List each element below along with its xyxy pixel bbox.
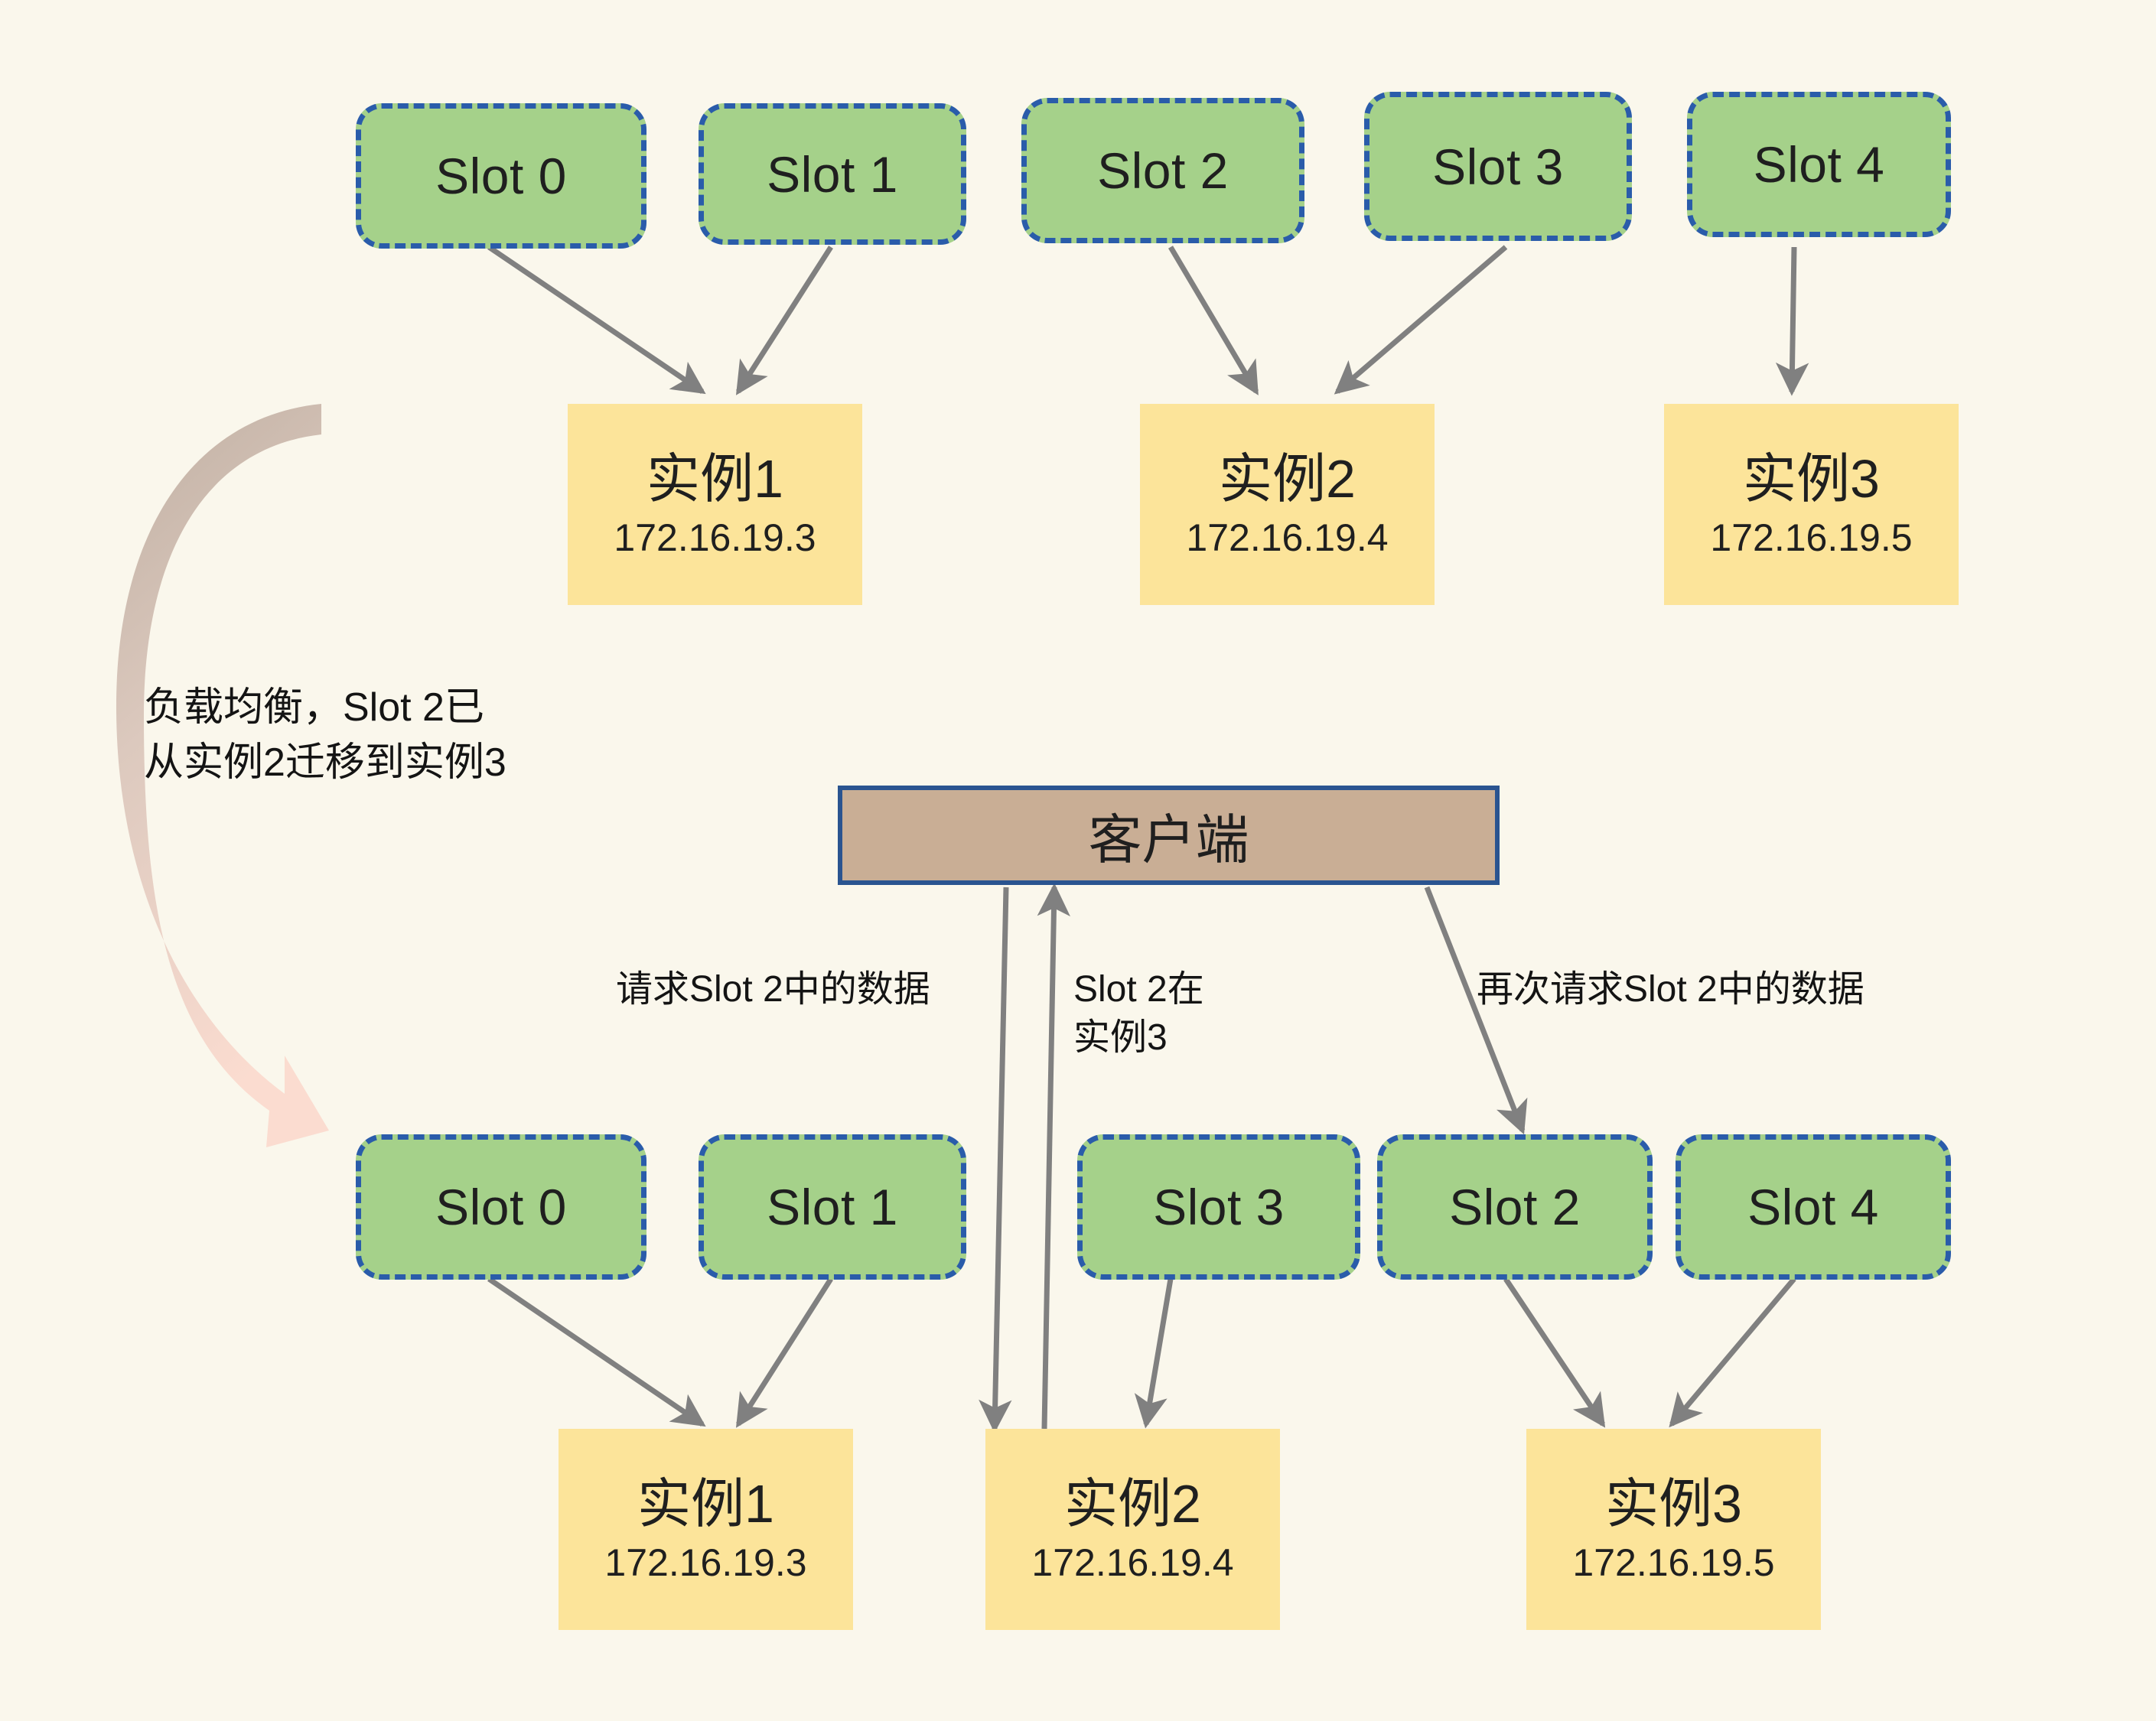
instance-box-top-3[interactable]: 实例3 172.16.19.5	[1664, 404, 1959, 605]
slot-box-top-3[interactable]: Slot 3	[1364, 92, 1632, 241]
slot-box-top-2[interactable]: Slot 2	[1021, 98, 1304, 243]
instance-title: 实例2	[1219, 448, 1356, 509]
instance-title: 实例1	[637, 1473, 774, 1534]
slot-label: Slot 1	[767, 145, 898, 203]
slot-label: Slot 3	[1432, 138, 1564, 195]
top-edges	[487, 245, 1809, 396]
instance-box-top-1[interactable]: 实例1 172.16.19.3	[568, 404, 862, 605]
instance-ip: 172.16.19.4	[1186, 516, 1389, 559]
instance-ip: 172.16.19.3	[614, 516, 816, 559]
slot-label: Slot 2	[1449, 1179, 1581, 1235]
instance-title: 实例1	[646, 448, 783, 509]
slot-box-top-1[interactable]: Slot 1	[699, 103, 966, 245]
instance-title: 实例3	[1605, 1473, 1742, 1534]
slot-box-bottom-0[interactable]: Slot 0	[356, 1134, 646, 1280]
edge-label-retry: 再次请求Slot 2中的数据	[1477, 969, 1865, 1010]
slot-box-bottom-3[interactable]: Slot 3	[1077, 1134, 1360, 1280]
instance-title: 实例3	[1743, 448, 1880, 509]
slot-box-bottom-4[interactable]: Slot 4	[1676, 1134, 1951, 1280]
slot-label: Slot 4	[1753, 136, 1885, 193]
instance-box-bottom-2[interactable]: 实例2 172.16.19.4	[985, 1429, 1280, 1630]
instance-ip: 172.16.19.5	[1710, 516, 1913, 559]
slot-box-bottom-2[interactable]: Slot 2	[1377, 1134, 1653, 1280]
slot-box-top-4[interactable]: Slot 4	[1687, 92, 1951, 237]
instance-ip: 172.16.19.3	[604, 1541, 807, 1584]
instance-ip: 172.16.19.4	[1031, 1541, 1234, 1584]
slot-label: Slot 1	[767, 1179, 898, 1235]
slot-box-bottom-1[interactable]: Slot 1	[699, 1134, 966, 1280]
migration-note: 负载均衡，Slot 2已 从实例2迁移到实例3	[144, 685, 506, 785]
slot-label: Slot 3	[1153, 1179, 1285, 1235]
bottom-edges	[487, 1277, 1796, 1429]
edge-label-request: 请求Slot 2中的数据	[616, 969, 930, 1010]
slot-label: Slot 4	[1747, 1179, 1879, 1235]
instance-title: 实例2	[1064, 1473, 1201, 1534]
client-box[interactable]: 客户端	[838, 786, 1500, 885]
instance-box-top-2[interactable]: 实例2 172.16.19.4	[1140, 404, 1435, 605]
slot-label: Slot 2	[1097, 142, 1229, 199]
edge-label-redirect: Slot 2在 实例3	[1073, 969, 1204, 1059]
client-label: 客户端	[1088, 809, 1249, 870]
slot-label: Slot 0	[435, 1179, 567, 1235]
instance-ip: 172.16.19.5	[1572, 1541, 1775, 1584]
instance-box-bottom-1[interactable]: 实例1 172.16.19.3	[559, 1429, 853, 1630]
slot-label: Slot 0	[435, 148, 567, 204]
slot-box-top-0[interactable]: Slot 0	[356, 103, 646, 249]
instance-box-bottom-3[interactable]: 实例3 172.16.19.5	[1526, 1429, 1821, 1630]
